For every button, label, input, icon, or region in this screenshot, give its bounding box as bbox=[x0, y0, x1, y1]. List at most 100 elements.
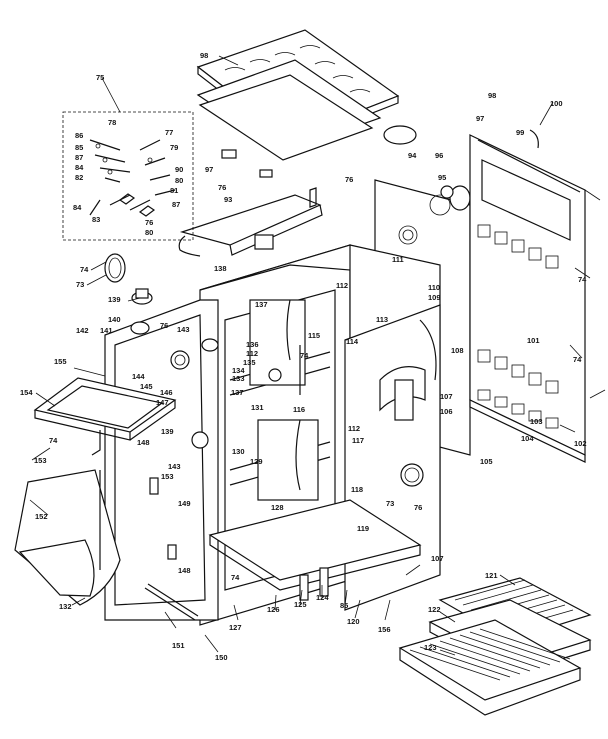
callout-105: 105 bbox=[480, 457, 493, 466]
callout-139b: 139 bbox=[161, 427, 174, 436]
ring-seal bbox=[104, 253, 126, 283]
callout-122: 122 bbox=[428, 605, 441, 614]
callout-141: 141 bbox=[100, 326, 113, 335]
callout-153b: 153 bbox=[161, 472, 174, 481]
callout-80: 80 bbox=[175, 176, 183, 185]
oven-racks bbox=[398, 577, 592, 716]
callout-90: 90 bbox=[175, 165, 183, 174]
callout-82: 82 bbox=[75, 173, 83, 182]
callout-112b: 112 bbox=[246, 349, 258, 358]
callout-98: 98 bbox=[200, 51, 208, 60]
callout-150: 150 bbox=[215, 653, 228, 662]
callout-129: 129 bbox=[250, 457, 263, 466]
callout-128: 128 bbox=[271, 503, 284, 512]
top-cover-panel bbox=[196, 29, 400, 161]
callout-80b: 80 bbox=[145, 228, 153, 237]
callout-146: 146 bbox=[160, 388, 173, 397]
callout-125: 125 bbox=[294, 600, 307, 609]
callout-99: 99 bbox=[516, 128, 524, 137]
callout-124: 124 bbox=[316, 593, 329, 602]
callout-131: 131 bbox=[251, 403, 264, 412]
callout-73a: 73 bbox=[76, 280, 84, 289]
callout-85b: 85 bbox=[340, 601, 348, 610]
callout-149: 149 bbox=[178, 499, 191, 508]
callout-143: 143 bbox=[177, 325, 190, 334]
callout-130: 130 bbox=[232, 447, 245, 456]
broiler-tray bbox=[33, 377, 177, 456]
callout-76b: 76 bbox=[218, 183, 226, 192]
callout-104: 104 bbox=[521, 434, 534, 443]
callout-103: 103 bbox=[530, 417, 543, 426]
callout-118: 118 bbox=[351, 485, 363, 494]
callout-127: 127 bbox=[229, 623, 242, 632]
callout-152: 152 bbox=[35, 512, 48, 521]
callout-116: 116 bbox=[293, 405, 305, 414]
callout-107b: 107 bbox=[431, 554, 444, 563]
callout-95: 95 bbox=[438, 173, 446, 182]
callout-154: 154 bbox=[20, 388, 33, 397]
callout-136: 136 bbox=[246, 340, 259, 349]
callout-73b: 73 bbox=[386, 499, 394, 508]
door-glass bbox=[14, 469, 121, 606]
callout-83: 83 bbox=[92, 215, 100, 224]
callout-114: 114 bbox=[346, 337, 359, 346]
callout-74d: 74 bbox=[573, 355, 582, 364]
callout-96: 96 bbox=[435, 151, 443, 160]
callout-151: 151 bbox=[172, 641, 185, 650]
callout-76c: 76 bbox=[345, 175, 353, 184]
callout-93: 93 bbox=[224, 195, 232, 204]
right-side-panel bbox=[344, 304, 441, 611]
callout-107: 107 bbox=[440, 392, 453, 401]
callout-120: 120 bbox=[347, 617, 360, 626]
callout-148: 148 bbox=[137, 438, 150, 447]
callout-87b: 87 bbox=[172, 200, 180, 209]
callout-101: 101 bbox=[527, 336, 540, 345]
callout-108: 108 bbox=[451, 346, 464, 355]
callout-145: 145 bbox=[140, 382, 153, 391]
callout-87: 87 bbox=[75, 153, 83, 162]
callout-81: 81 bbox=[170, 186, 178, 195]
callout-138: 138 bbox=[214, 264, 227, 273]
callout-79: 79 bbox=[170, 143, 178, 152]
callout-137a: 137 bbox=[255, 300, 268, 309]
callout-77: 77 bbox=[165, 128, 173, 137]
door-rod bbox=[99, 470, 199, 621]
callout-97a: 97 bbox=[205, 165, 213, 174]
callout-148b: 148 bbox=[178, 566, 191, 575]
callout-78: 78 bbox=[108, 118, 116, 127]
callout-102: 102 bbox=[574, 439, 587, 448]
callout-85: 85 bbox=[75, 143, 83, 152]
callout-86: 86 bbox=[75, 131, 83, 140]
left-front-frame bbox=[99, 299, 219, 621]
callout-123: 123 bbox=[424, 643, 437, 652]
callout-111: 111 bbox=[392, 255, 404, 264]
callout-84b: 84 bbox=[73, 203, 82, 212]
callout-144: 144 bbox=[132, 372, 145, 381]
callout-labels: 98 75 78 77 86 85 79 87 84 82 90 80 81 8… bbox=[20, 51, 587, 662]
callout-155: 155 bbox=[54, 357, 67, 366]
callout-135: 135 bbox=[243, 358, 256, 367]
callout-140: 140 bbox=[108, 315, 121, 324]
callout-132: 132 bbox=[59, 602, 72, 611]
callout-126: 126 bbox=[267, 605, 280, 614]
inset-parts-box bbox=[62, 111, 194, 241]
callout-117: 117 bbox=[352, 436, 364, 445]
callout-113: 113 bbox=[376, 315, 388, 324]
callout-76e: 76 bbox=[414, 503, 422, 512]
back-louver-panel bbox=[469, 129, 586, 463]
callout-143b: 143 bbox=[168, 462, 181, 471]
callout-112c: 112 bbox=[348, 424, 360, 433]
callout-74e: 74 bbox=[49, 436, 58, 445]
callout-121: 121 bbox=[485, 571, 498, 580]
leader-lines bbox=[29, 55, 606, 656]
callout-106: 106 bbox=[440, 407, 453, 416]
callout-133: 133 bbox=[232, 374, 245, 383]
callout-115: 115 bbox=[308, 331, 320, 340]
callout-153: 153 bbox=[34, 456, 47, 465]
control-knobs bbox=[130, 288, 219, 352]
callout-74f: 74 bbox=[231, 573, 240, 582]
callout-75: 75 bbox=[96, 73, 104, 82]
callout-112a: 112 bbox=[336, 281, 348, 290]
callout-76a: 76 bbox=[145, 218, 153, 227]
